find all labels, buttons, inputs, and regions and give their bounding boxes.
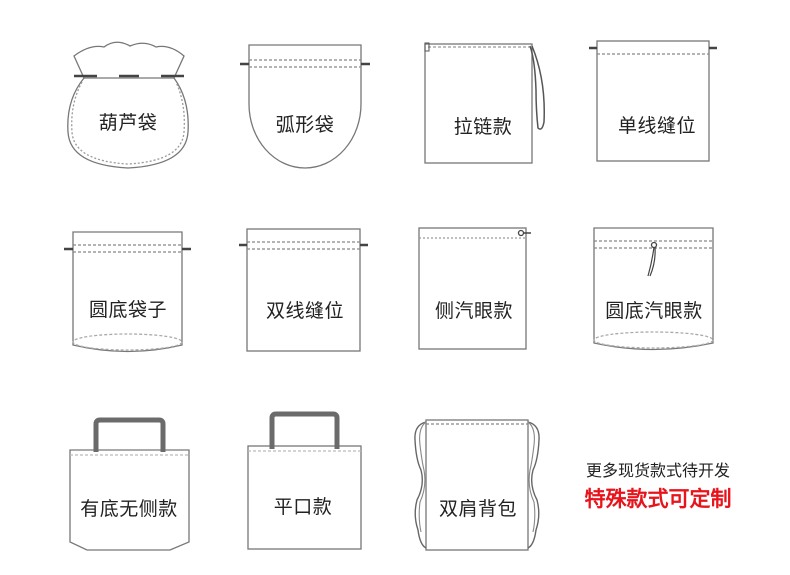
label-arc-bag: 弧形袋 [275, 114, 335, 136]
double-seam-bag-shape [239, 228, 368, 352]
label-round-bottom-eyelet-bag: 圆底汽眼款 [605, 300, 703, 322]
label-flat-mouth-bag: 平口款 [273, 496, 333, 518]
label-gourd-bag: 葫芦袋 [98, 112, 158, 134]
more-styles-note: 更多现货款式待开发 [585, 461, 731, 480]
label-round-bottom-bag: 圆底袋子 [88, 299, 168, 321]
zipper-bag-shape [424, 42, 545, 164]
gourd-bag-shape [67, 41, 189, 169]
label-backpack: 双肩背包 [438, 498, 518, 520]
round-bottom-eyelet-bag-shape [593, 227, 714, 351]
tote-bottom-no-side-shape [69, 417, 190, 551]
single-seam-bag-shape [589, 40, 717, 162]
backpack-shape [414, 419, 540, 551]
label-zipper-bag: 拉链款 [453, 116, 513, 138]
arc-bag-shape [240, 44, 370, 169]
label-double-seam-bag: 双线缝位 [265, 300, 345, 322]
flat-mouth-bag-shape [247, 411, 362, 550]
label-tote-bottom-no-side: 有底无侧款 [80, 498, 178, 520]
label-single-seam-bag: 单线缝位 [617, 115, 697, 137]
round-bottom-bag-shape [64, 231, 191, 353]
side-eyelet-bag-shape [418, 227, 531, 350]
custom-styles-note: 特殊款式可定制 [584, 487, 732, 511]
label-side-eyelet-bag: 侧汽眼款 [434, 300, 514, 322]
